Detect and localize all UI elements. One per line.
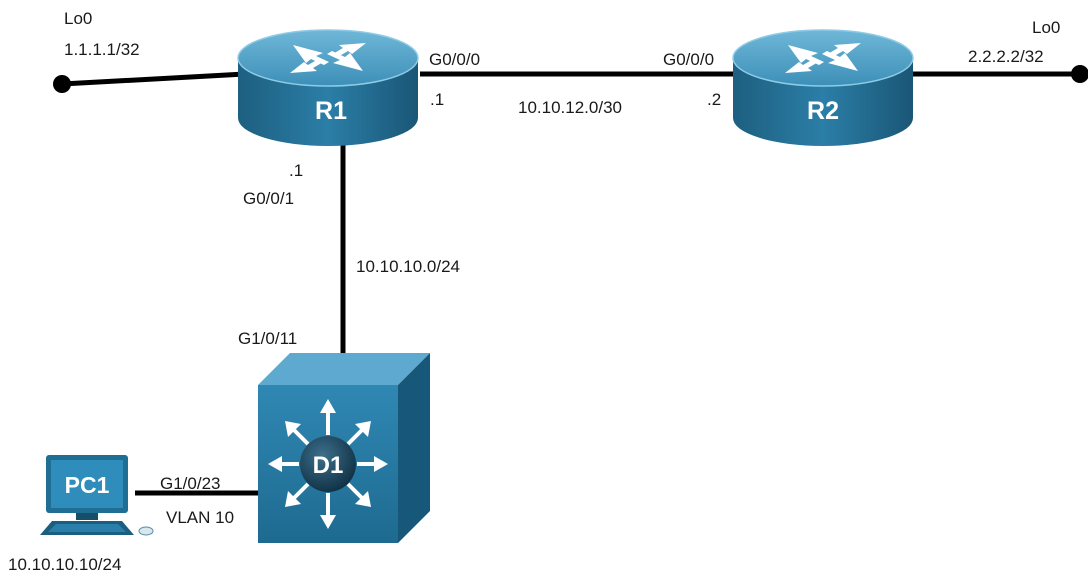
r2-g000-host: .2 [707, 90, 722, 109]
r1-loopback-name: Lo0 [64, 9, 93, 28]
r1-loopback-endpoint [53, 75, 71, 93]
r1-g001-host: .1 [289, 161, 304, 180]
router-r2-name: R2 [807, 97, 839, 125]
r2-loopback-name: Lo0 [1032, 18, 1061, 37]
pc-pc1-name: PC1 [65, 472, 110, 498]
r1-loopback-ip: 1.1.1.1/32 [64, 40, 140, 59]
router-r1[interactable]: R1 [237, 29, 419, 146]
switch-d1-name: D1 [313, 452, 344, 479]
r2-loopback-endpoint [1071, 65, 1088, 83]
d1-g1011-label: G1/0/11 [238, 329, 298, 348]
network-r1-d1: 10.10.10.0/24 [356, 257, 460, 276]
router-r2[interactable]: R2 [732, 29, 914, 146]
router-arrows-icon [785, 43, 861, 73]
r2-g000-label: G0/0/0 [663, 50, 715, 69]
pc-pc1[interactable]: PC1 [40, 455, 154, 536]
r1-g000-label: G0/0/0 [429, 50, 481, 69]
switch-arrows-icon [268, 399, 388, 529]
d1-g1023-label: G1/0/23 [160, 474, 221, 493]
network-r1-r2: 10.10.12.0/30 [518, 98, 622, 117]
r1-g000-host: .1 [430, 90, 445, 109]
r1-g001-label: G0/0/1 [243, 189, 295, 208]
vlan-label: VLAN 10 [166, 508, 235, 527]
switch-d1[interactable]: D1 [258, 353, 430, 543]
router-r1-name: R1 [315, 97, 347, 125]
pc1-ip-label: 10.10.10.10/24 [8, 555, 122, 574]
router-arrows-icon [290, 43, 366, 73]
r2-loopback-ip: 2.2.2.2/32 [968, 47, 1044, 66]
link-r1-loopback [61, 71, 246, 87]
